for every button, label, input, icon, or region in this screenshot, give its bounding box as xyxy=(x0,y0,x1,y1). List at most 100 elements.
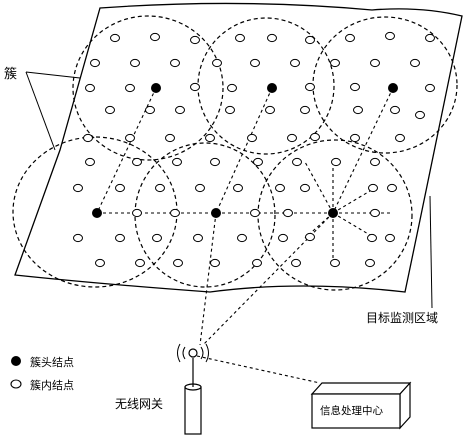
member-node xyxy=(85,83,95,93)
member-node xyxy=(170,58,180,68)
member-node xyxy=(425,33,435,43)
member-node xyxy=(300,183,310,193)
member-node xyxy=(291,258,301,268)
member-node xyxy=(235,33,245,43)
legend: 簇头结点 簇内结点 xyxy=(10,355,74,392)
member-node xyxy=(73,183,83,193)
member-node xyxy=(170,208,180,218)
area-leader-line xyxy=(429,195,433,309)
cluster-circles xyxy=(12,15,458,291)
member-node xyxy=(283,208,293,218)
member-node xyxy=(305,232,315,242)
cluster-head-node-3 xyxy=(388,83,398,93)
member-node xyxy=(305,35,315,45)
member-node xyxy=(367,233,377,243)
info-center-top xyxy=(310,382,412,395)
link-15 xyxy=(202,212,334,346)
leader-lines xyxy=(25,71,433,309)
cluster-leader-line-2 xyxy=(25,71,56,151)
target-area-label: 目标监测区域 xyxy=(366,311,438,325)
member-node xyxy=(130,58,140,68)
member-node xyxy=(193,233,203,243)
member-node xyxy=(300,105,310,115)
member-node xyxy=(73,233,83,243)
monitoring-area xyxy=(14,2,463,293)
member-node xyxy=(95,258,105,268)
member-node xyxy=(172,157,182,167)
member-node xyxy=(152,233,162,243)
member-node xyxy=(125,133,135,143)
member-node xyxy=(385,31,395,41)
member-node xyxy=(115,183,125,193)
wireless-gateway xyxy=(177,343,209,435)
cluster-circle-1 xyxy=(72,15,224,161)
info-center-front xyxy=(311,393,401,429)
antenna-tip-icon xyxy=(188,348,198,358)
gateway-label: 无线网关 xyxy=(115,397,163,411)
member-node xyxy=(250,208,260,218)
cluster-head-node-6 xyxy=(328,208,338,218)
link-6 xyxy=(304,161,334,214)
member-node xyxy=(390,105,400,115)
member-node xyxy=(210,157,220,167)
member-node xyxy=(145,105,155,115)
member-node xyxy=(253,157,263,167)
member-node xyxy=(105,105,115,115)
link-10 xyxy=(332,212,376,239)
member-node xyxy=(370,157,380,167)
member-node xyxy=(275,183,285,193)
cluster-circle-5 xyxy=(134,142,276,288)
member-node xyxy=(110,33,120,43)
member-node xyxy=(190,82,200,92)
member-node xyxy=(425,83,435,93)
member-node xyxy=(410,58,420,68)
member-node xyxy=(250,58,260,68)
member-node xyxy=(225,105,235,115)
member-node xyxy=(83,133,93,143)
legend-member-label: 簇内结点 xyxy=(30,378,74,392)
member-node xyxy=(233,183,243,193)
member-node xyxy=(115,233,125,243)
member-node xyxy=(150,32,160,42)
member-node xyxy=(350,82,360,92)
link-2 xyxy=(215,87,273,214)
cluster-head-node-2 xyxy=(267,83,277,93)
member-node xyxy=(415,110,425,120)
member-node xyxy=(370,58,380,68)
member-node xyxy=(305,82,315,92)
member-node xyxy=(85,157,95,167)
member-node xyxy=(353,105,363,115)
member-node xyxy=(247,133,257,143)
member-node xyxy=(265,105,275,115)
member-node xyxy=(292,157,302,167)
member-node xyxy=(350,133,360,143)
member-node xyxy=(387,183,397,193)
legend-member-icon xyxy=(10,379,22,389)
member-node xyxy=(212,58,222,68)
member-node xyxy=(175,105,185,115)
info-center-label: 信息处理中心 xyxy=(320,404,383,417)
signal-wave-icon xyxy=(177,343,209,363)
member-node xyxy=(205,133,215,143)
member-node xyxy=(195,183,205,193)
member-node xyxy=(165,133,175,143)
member-node xyxy=(132,157,142,167)
member-node xyxy=(287,133,297,143)
gateway-body xyxy=(184,386,202,435)
member-node xyxy=(155,183,165,193)
member-node xyxy=(132,208,142,218)
cluster-head-nodes xyxy=(92,83,398,218)
member-node xyxy=(227,83,237,93)
legend-head-icon xyxy=(11,356,21,366)
member-node xyxy=(330,258,340,268)
info-center: 信息处理中心 xyxy=(310,381,412,430)
cluster-leader-line xyxy=(25,71,81,79)
member-node xyxy=(237,233,247,243)
member-node xyxy=(395,133,405,143)
member-node xyxy=(385,233,395,243)
cluster-head-node-4 xyxy=(92,208,102,218)
member-node xyxy=(368,183,378,193)
member-node xyxy=(267,33,277,43)
member-node xyxy=(278,233,288,243)
member-node xyxy=(210,258,220,268)
